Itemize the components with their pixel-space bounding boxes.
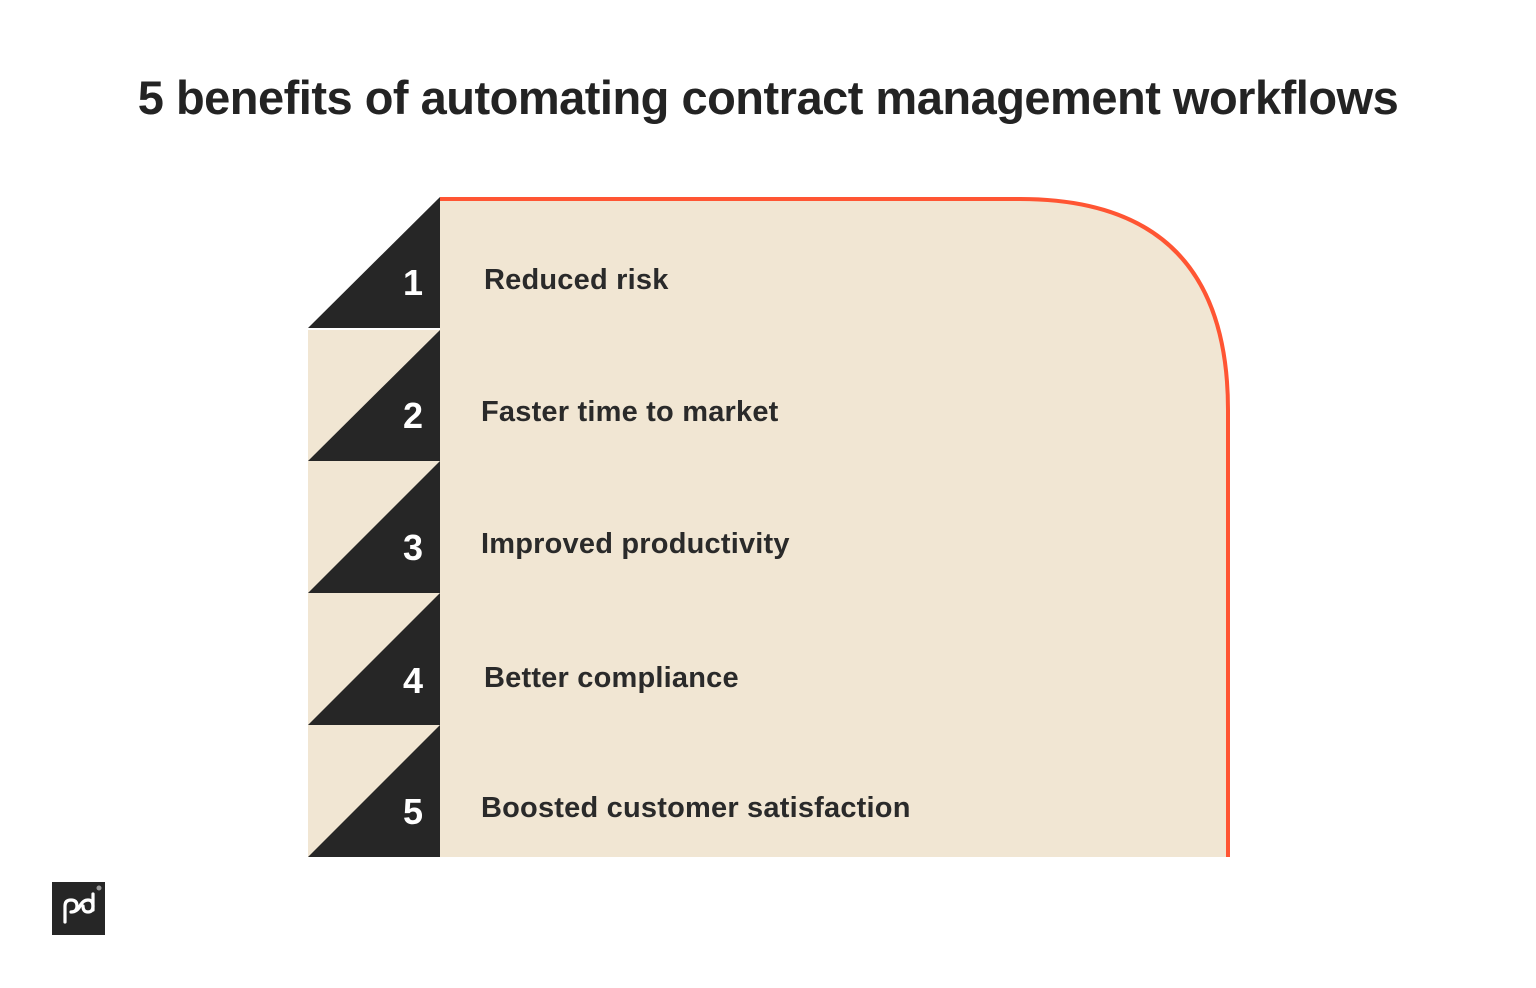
triangle-3 (308, 461, 440, 593)
triangle-5 (308, 725, 440, 857)
benefit-number-2: 2 (402, 395, 424, 436)
triangle-2 (308, 330, 440, 461)
panel-outline (440, 197, 1230, 857)
benefit-number-5: 5 (402, 791, 424, 832)
page-title: 5 benefits of automating contract manage… (137, 71, 1399, 124)
triangle-1 (308, 197, 440, 328)
benefit-label-3: Improved productivity (481, 528, 790, 560)
benefit-number-3: 3 (402, 527, 424, 568)
benefit-label-4: Better compliance (484, 662, 739, 694)
benefit-label-5: Boosted customer satisfaction (481, 792, 911, 824)
benefit-number-1: 1 (402, 262, 424, 303)
benefit-label-2: Faster time to market (481, 396, 779, 428)
benefit-number-4: 4 (402, 660, 424, 701)
pandadoc-logo-icon (52, 882, 105, 935)
benefit-label-1: Reduced risk (484, 264, 669, 296)
triangle-4 (308, 593, 440, 725)
benefits-panel (440, 199, 1228, 857)
